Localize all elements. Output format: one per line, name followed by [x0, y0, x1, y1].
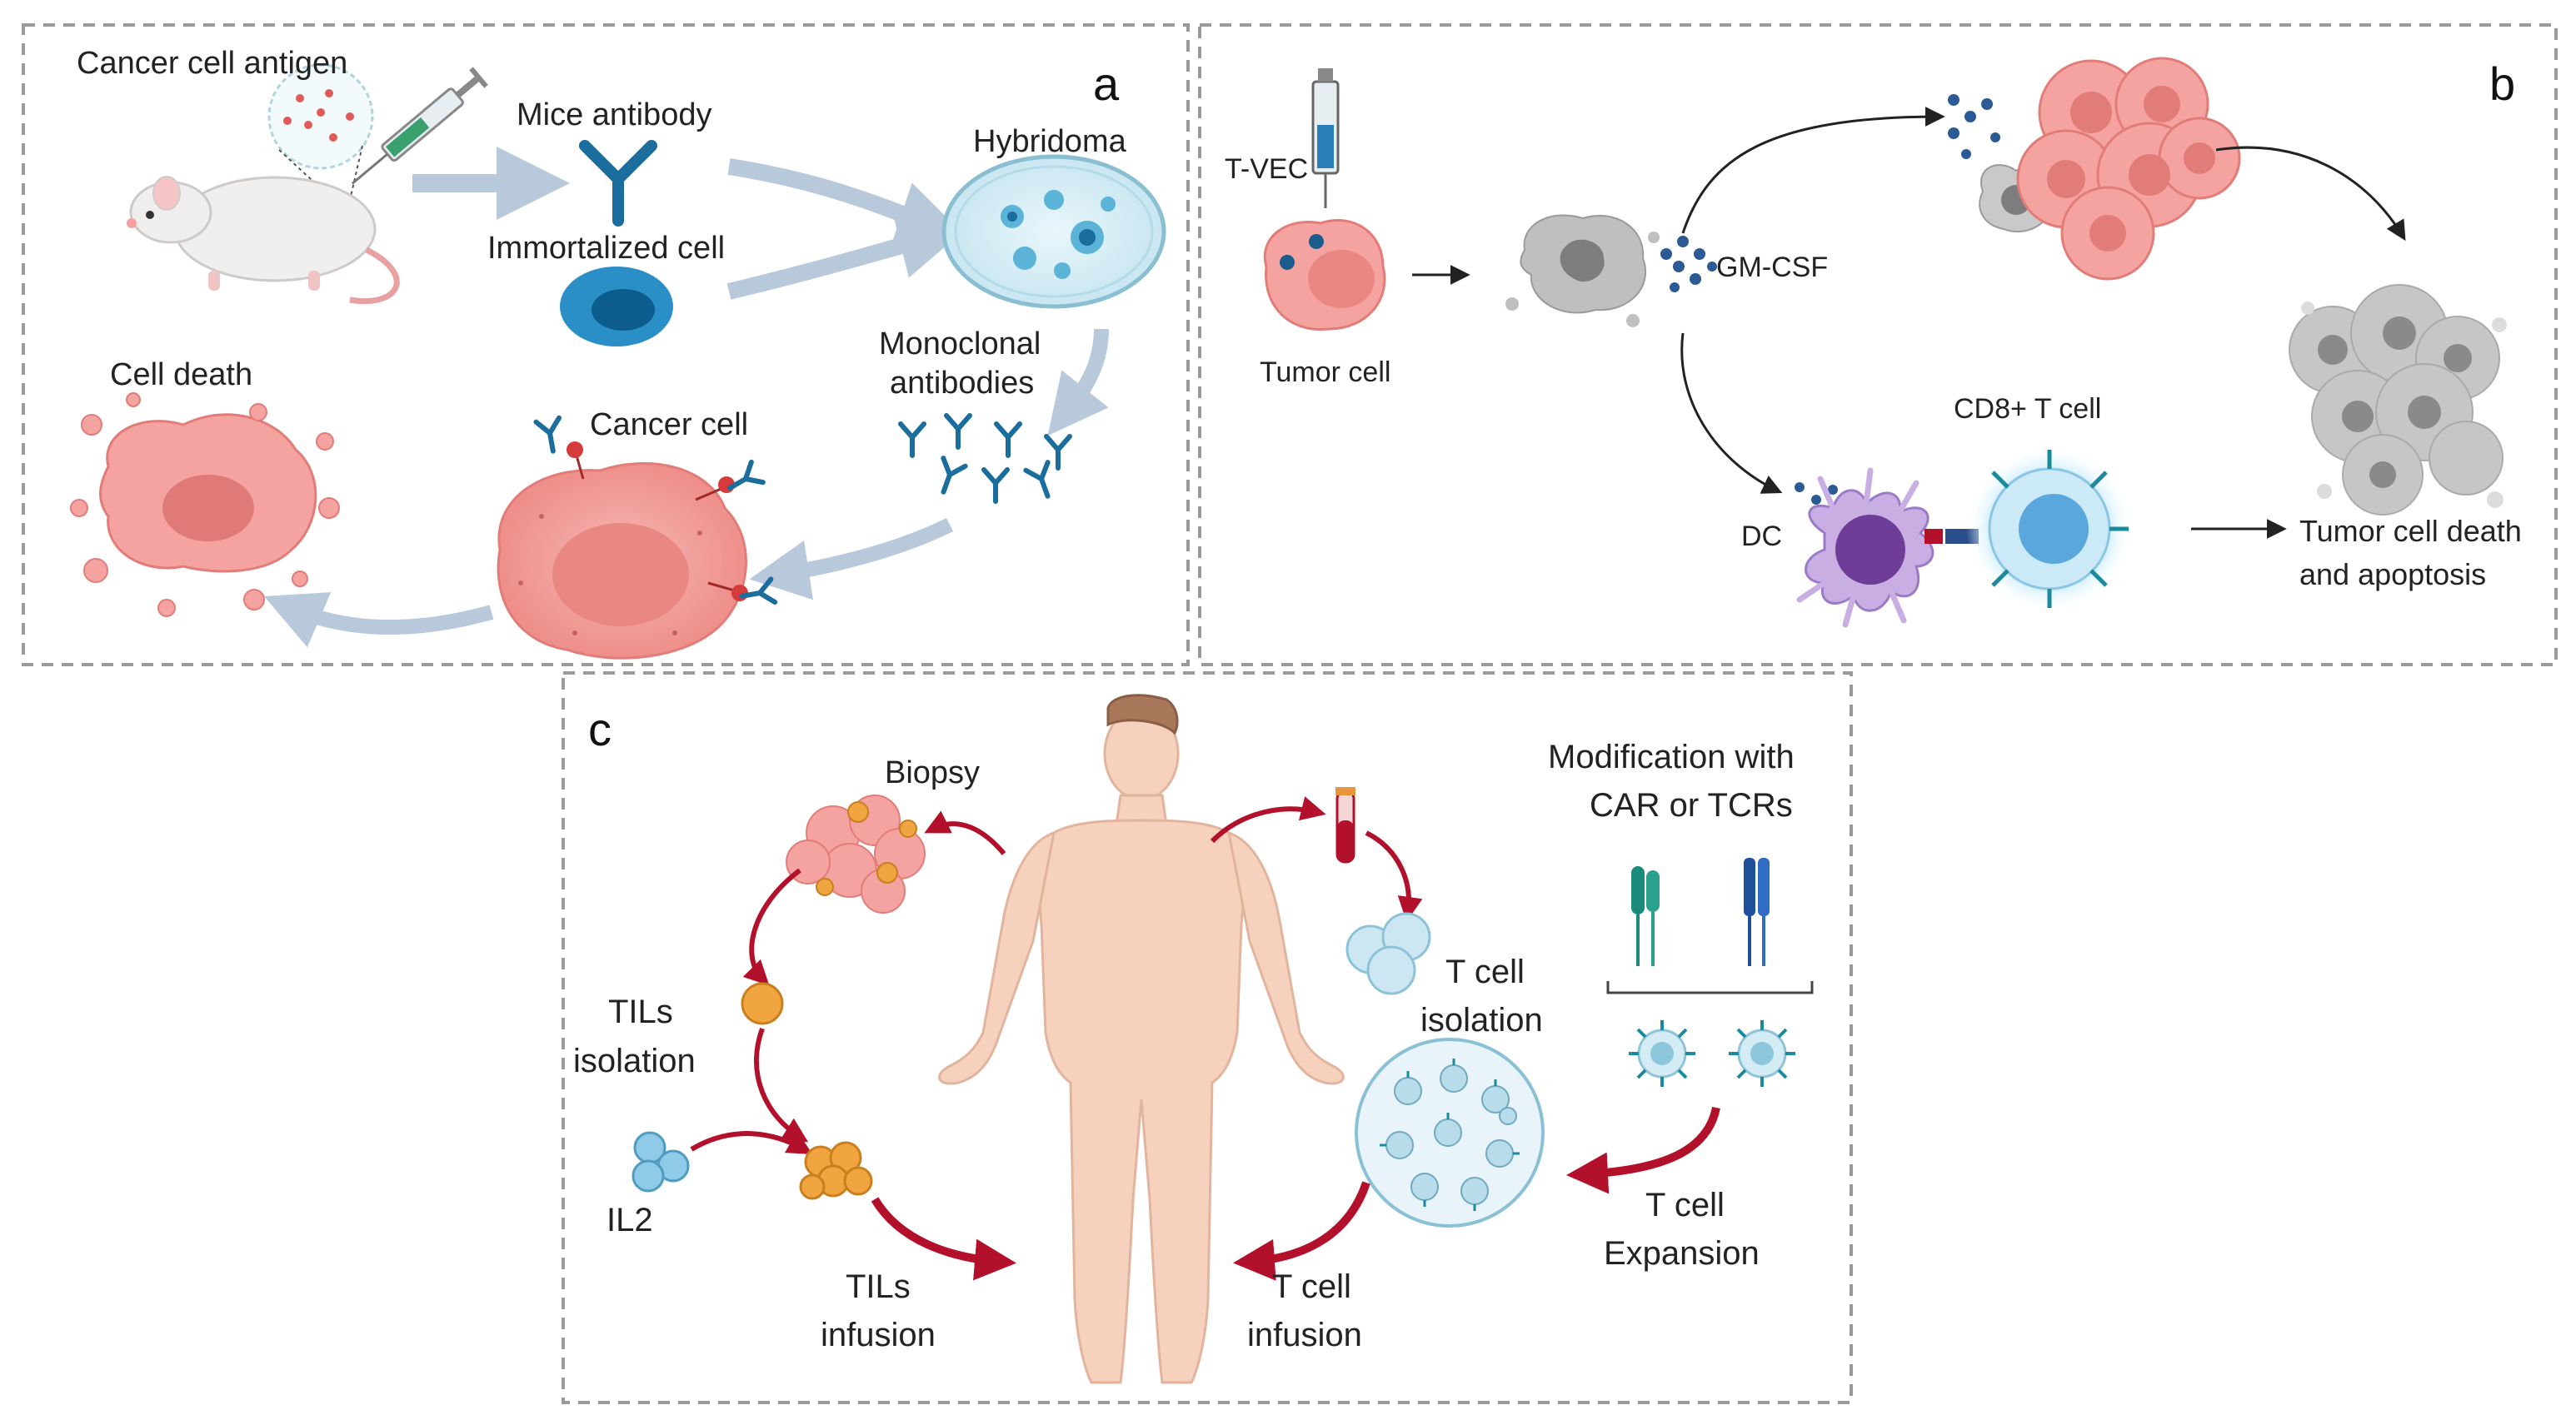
- lysed-tumor-cell-icon: [1505, 214, 1660, 327]
- gm-csf-label: GM-CSF: [1716, 252, 1828, 283]
- monoclonal-label-line1: Monoclonal: [879, 326, 1041, 361]
- arrow-tils-to-expanded: [753, 1027, 809, 1143]
- tils-isolation-label-line1: TILs: [608, 994, 673, 1030]
- tumor-death-label-line2: and apoptosis: [2299, 557, 2486, 591]
- arrow-body-to-blood: [1210, 796, 1326, 844]
- panel-b: b T-VEC Tumor cell: [1198, 23, 2558, 666]
- tils-infusion-label-line2: infusion: [821, 1317, 936, 1353]
- panel-a-letter: a: [1093, 57, 1120, 110]
- blood-tube-icon: [1335, 787, 1355, 864]
- isolated-tcells-icon: [1345, 912, 1431, 995]
- car-receptor-icon: [1631, 866, 1660, 966]
- hybridoma-dish-icon: [941, 154, 1166, 309]
- panel-a: a Cancer cell antigen: [22, 23, 1190, 666]
- arrow-antibody-to-hybridoma: [727, 158, 965, 247]
- modification-label-line2: CAR or TCRs: [1590, 787, 1793, 824]
- cancer-cell-icon: [497, 418, 775, 660]
- arrow-biopsy-to-tils: [742, 868, 801, 986]
- dead-cell-icon: [70, 392, 340, 617]
- expansion-label-line2: Expansion: [1604, 1235, 1760, 1272]
- panel-c-letter: c: [588, 703, 612, 755]
- immortalized-cell-label: Immortalized cell: [487, 231, 725, 266]
- panel-c-border: [562, 671, 1853, 1404]
- tvec-syringe-icon: [1311, 68, 1340, 208]
- cancer-cell-label: Cancer cell: [590, 407, 748, 442]
- modification-label-line1: Modification with: [1548, 739, 1795, 775]
- arrow-cell-to-hybridoma: [726, 212, 966, 300]
- arrow-antibodies-to-cancer-cell: [749, 517, 954, 600]
- hybridoma-label: Hybridoma: [973, 124, 1127, 159]
- cancer-cell-antigen-label: Cancer cell antigen: [77, 46, 347, 81]
- mice-antibody-label: Mice antibody: [517, 97, 711, 132]
- cd8-t-cell-label: CD8+ T cell: [1954, 393, 2101, 425]
- biopsy-tissue-icon: [786, 795, 926, 914]
- modification-bracket: [1606, 981, 1814, 994]
- arrow-cluster-to-death: [2215, 146, 2406, 242]
- cell-death-label: Cell death: [110, 357, 252, 392]
- expansion-dish-icon: [1355, 1038, 1545, 1228]
- dead-tumor-cluster-icon: [2289, 284, 2507, 516]
- dendritic-cell-icon: [1796, 467, 1934, 628]
- til-cell-icon: [741, 982, 784, 1025]
- arrow-blood-to-tcells: [1365, 830, 1423, 922]
- tvec-label: T-VEC: [1225, 153, 1308, 185]
- expanded-tils-icon: [799, 1141, 873, 1200]
- tils-isolation-label-line2: isolation: [573, 1043, 696, 1079]
- tumor-cell-label: Tumor cell: [1260, 356, 1390, 388]
- arrow-modified-to-expansion: [1566, 1106, 1720, 1194]
- il2-label: IL2: [607, 1202, 653, 1238]
- arrow-to-tumor-cluster: [1681, 107, 1945, 234]
- tumor-death-label-line1: Tumor cell death: [2299, 514, 2522, 548]
- tcr-receptor-icon: [1744, 858, 1770, 966]
- arrow-tcell-infusion: [1233, 1181, 1370, 1281]
- panel-b-letter: b: [2489, 57, 2515, 110]
- mouse-icon: [127, 176, 400, 304]
- arrow-body-to-biopsy: [924, 810, 1006, 855]
- monoclonal-label-line2: antibodies: [890, 366, 1034, 401]
- syringe-icon: [351, 67, 488, 185]
- tumor-cluster-icon: [1979, 57, 2241, 281]
- tcell-infusion-label-line2: infusion: [1247, 1317, 1362, 1353]
- mice-antibody-icon: [579, 140, 657, 227]
- arrow-hybridoma-to-antibodies: [1047, 328, 1109, 436]
- cd8-t-cell-icon: [1966, 446, 2133, 612]
- expansion-label-line1: T cell: [1645, 1187, 1725, 1223]
- dc-label: DC: [1741, 521, 1782, 552]
- il2-icon: [632, 1131, 690, 1193]
- immortalized-cell-icon: [560, 267, 673, 346]
- tcell-infusion-label-line1: T cell: [1272, 1268, 1351, 1305]
- arrow-tils-infusion: [871, 1197, 1016, 1281]
- antigen-bubble-icon: [267, 63, 374, 201]
- monoclonal-antibodies-icon: [901, 416, 1070, 501]
- tcell-isolation-label-line1: T cell: [1445, 954, 1525, 990]
- panel-a-border: [22, 23, 1190, 666]
- infected-tumor-cell-icon: [1263, 219, 1386, 331]
- gm-csf-dots-icon: [1660, 236, 1717, 292]
- tcr-t-cell-icon: [1727, 1019, 1797, 1089]
- panel-c: c Biopsy TILs isolation: [562, 671, 1853, 1404]
- arrow-il2-to-expanded: [690, 1131, 813, 1154]
- human-body-icon: [938, 694, 1345, 1384]
- arrow-cancer-to-death: [263, 592, 494, 648]
- car-t-cell-icon: [1627, 1019, 1697, 1089]
- cluster-dots-icon: [1948, 94, 2000, 159]
- tcell-isolation-label-line2: isolation: [1420, 1002, 1543, 1039]
- tils-infusion-label-line1: TILs: [846, 1268, 911, 1305]
- biopsy-label: Biopsy: [885, 755, 980, 790]
- arrow-to-dc: [1680, 332, 1783, 494]
